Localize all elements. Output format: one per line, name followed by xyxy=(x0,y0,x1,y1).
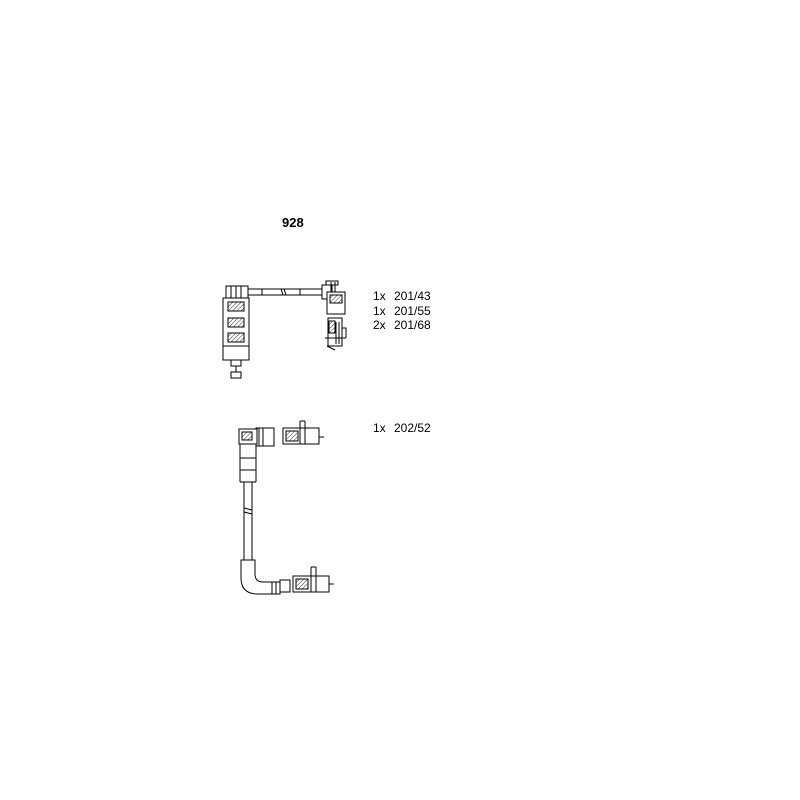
distributor-boot xyxy=(321,280,346,315)
part-qty: 1x xyxy=(373,303,386,318)
terminal-connector xyxy=(282,420,324,445)
ignition-lead-long xyxy=(238,420,334,595)
part-row: 2x 201/68 xyxy=(373,318,431,333)
spark-plug-boot xyxy=(238,427,275,483)
terminal-connector xyxy=(292,566,334,593)
part-row: 1x 201/55 xyxy=(373,304,431,319)
part-number: 201/55 xyxy=(394,303,431,318)
part-row: 1x 201/43 xyxy=(373,289,431,304)
spark-plug-boot xyxy=(222,285,250,379)
part-number: 201/43 xyxy=(394,289,431,303)
lead-cable xyxy=(243,482,253,560)
part-qty: 2x xyxy=(373,318,386,332)
ignition-lead-short xyxy=(222,280,347,379)
part-number: 201/68 xyxy=(394,318,431,332)
terminal-connector xyxy=(325,317,347,351)
spark-plug-boot xyxy=(240,559,291,595)
part-number: 202/52 xyxy=(394,421,431,435)
lead-cable xyxy=(248,288,322,296)
parts-list-group-2: 1x 202/52 xyxy=(373,421,431,436)
part-qty: 1x xyxy=(373,289,386,303)
parts-list-group-1: 1x 201/43 1x 201/55 2x 201/68 xyxy=(373,289,431,333)
set-number: 928 xyxy=(282,215,304,230)
part-qty: 1x xyxy=(373,421,386,435)
part-row: 1x 202/52 xyxy=(373,421,431,436)
